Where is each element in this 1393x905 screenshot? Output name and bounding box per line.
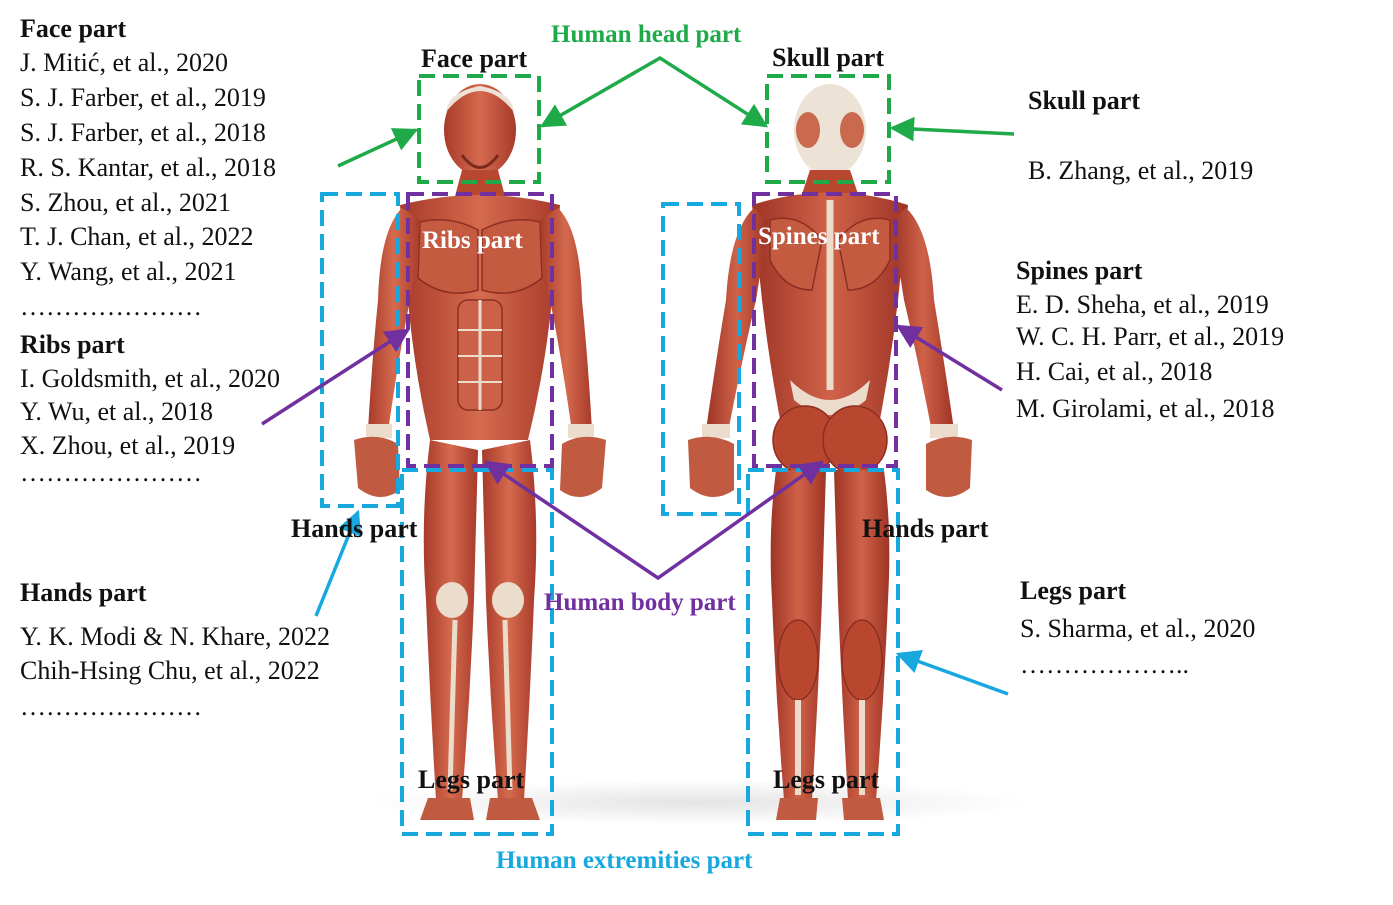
face-ref-5: S. Zhou, et al., 2021 [20, 188, 231, 217]
hands-part-label-left: Hands part [291, 514, 418, 543]
face-ref-3: S. J. Farber, et al., 2018 [20, 118, 266, 147]
spines-ref-3: H. Cai, et al., 2018 [1016, 357, 1213, 386]
ribs-list-title: Ribs part [20, 330, 125, 359]
legs-ref-more: ……………….. [1020, 650, 1189, 679]
face-ref-4: R. S. Kantar, et al., 2018 [20, 153, 277, 182]
legs-part-label-left: Legs part [418, 765, 525, 794]
face-ref-2: S. J. Farber, et al., 2019 [20, 83, 266, 112]
hands-ref-more: ………………… [20, 692, 202, 721]
arrow-hands [314, 509, 362, 617]
face-part-label: Face part [421, 44, 528, 73]
spines-list-title: Spines part [1016, 256, 1143, 285]
floor-shadow [368, 780, 1028, 825]
legs-part-box-left [400, 468, 554, 836]
arrow-ribs [261, 328, 411, 426]
arrow-head-part [539, 55, 769, 128]
legs-ref-1: S. Sharma, et al., 2020 [1020, 614, 1256, 643]
ribs-part-label: Ribs part [422, 227, 523, 254]
ribs-ref-2: Y. Wu, et al., 2018 [20, 397, 213, 426]
ribs-ref-1: I. Goldsmith, et al., 2020 [20, 364, 280, 393]
face-ref-1: J. Mitić, et al., 2020 [20, 48, 228, 77]
human-extremities-part-label: Human extremities part [496, 847, 753, 874]
hands-part-box-right [661, 202, 741, 516]
spines-ref-1: E. D. Sheha, et al., 2019 [1016, 290, 1269, 319]
spines-part-label: Spines part [758, 223, 880, 250]
spines-ref-2: W. C. H. Parr, et al., 2019 [1016, 322, 1285, 351]
face-part-box [417, 74, 541, 184]
face-ref-7: Y. Wang, et al., 2021 [20, 257, 237, 286]
hands-list-title: Hands part [20, 578, 147, 607]
hands-ref-1: Y. K. Modi & N. Khare, 2022 [20, 622, 331, 651]
hands-ref-2: Chih-Hsing Chu, et al., 2022 [20, 656, 320, 685]
skull-part-label: Skull part [772, 43, 884, 72]
human-body-part-label: Human body part [544, 589, 736, 616]
hands-part-label-right: Hands part [862, 514, 989, 543]
arrow-spines [895, 324, 1003, 392]
arrow-body-part [483, 460, 825, 581]
face-ref-more: ………………… [20, 292, 202, 321]
legs-part-label-right: Legs part [773, 765, 880, 794]
face-list-title: Face part [20, 14, 127, 43]
ribs-ref-more: ………………… [20, 458, 202, 487]
face-ref-6: T. J. Chan, et al., 2022 [20, 222, 254, 251]
skull-list-title: Skull part [1028, 86, 1140, 115]
ribs-ref-3: X. Zhou, et al., 2019 [20, 431, 236, 460]
arrow-legs [895, 650, 1009, 696]
human-head-part-label: Human head part [551, 21, 742, 48]
arrow-face [337, 128, 419, 168]
spines-ref-4: M. Girolami, et al., 2018 [1016, 394, 1275, 423]
anatomy-front-icon [354, 84, 606, 820]
legs-list-title: Legs part [1020, 576, 1127, 605]
skull-part-box [765, 74, 891, 184]
arrow-skull [889, 116, 1015, 142]
skull-ref-1: B. Zhang, et al., 2019 [1028, 156, 1254, 185]
